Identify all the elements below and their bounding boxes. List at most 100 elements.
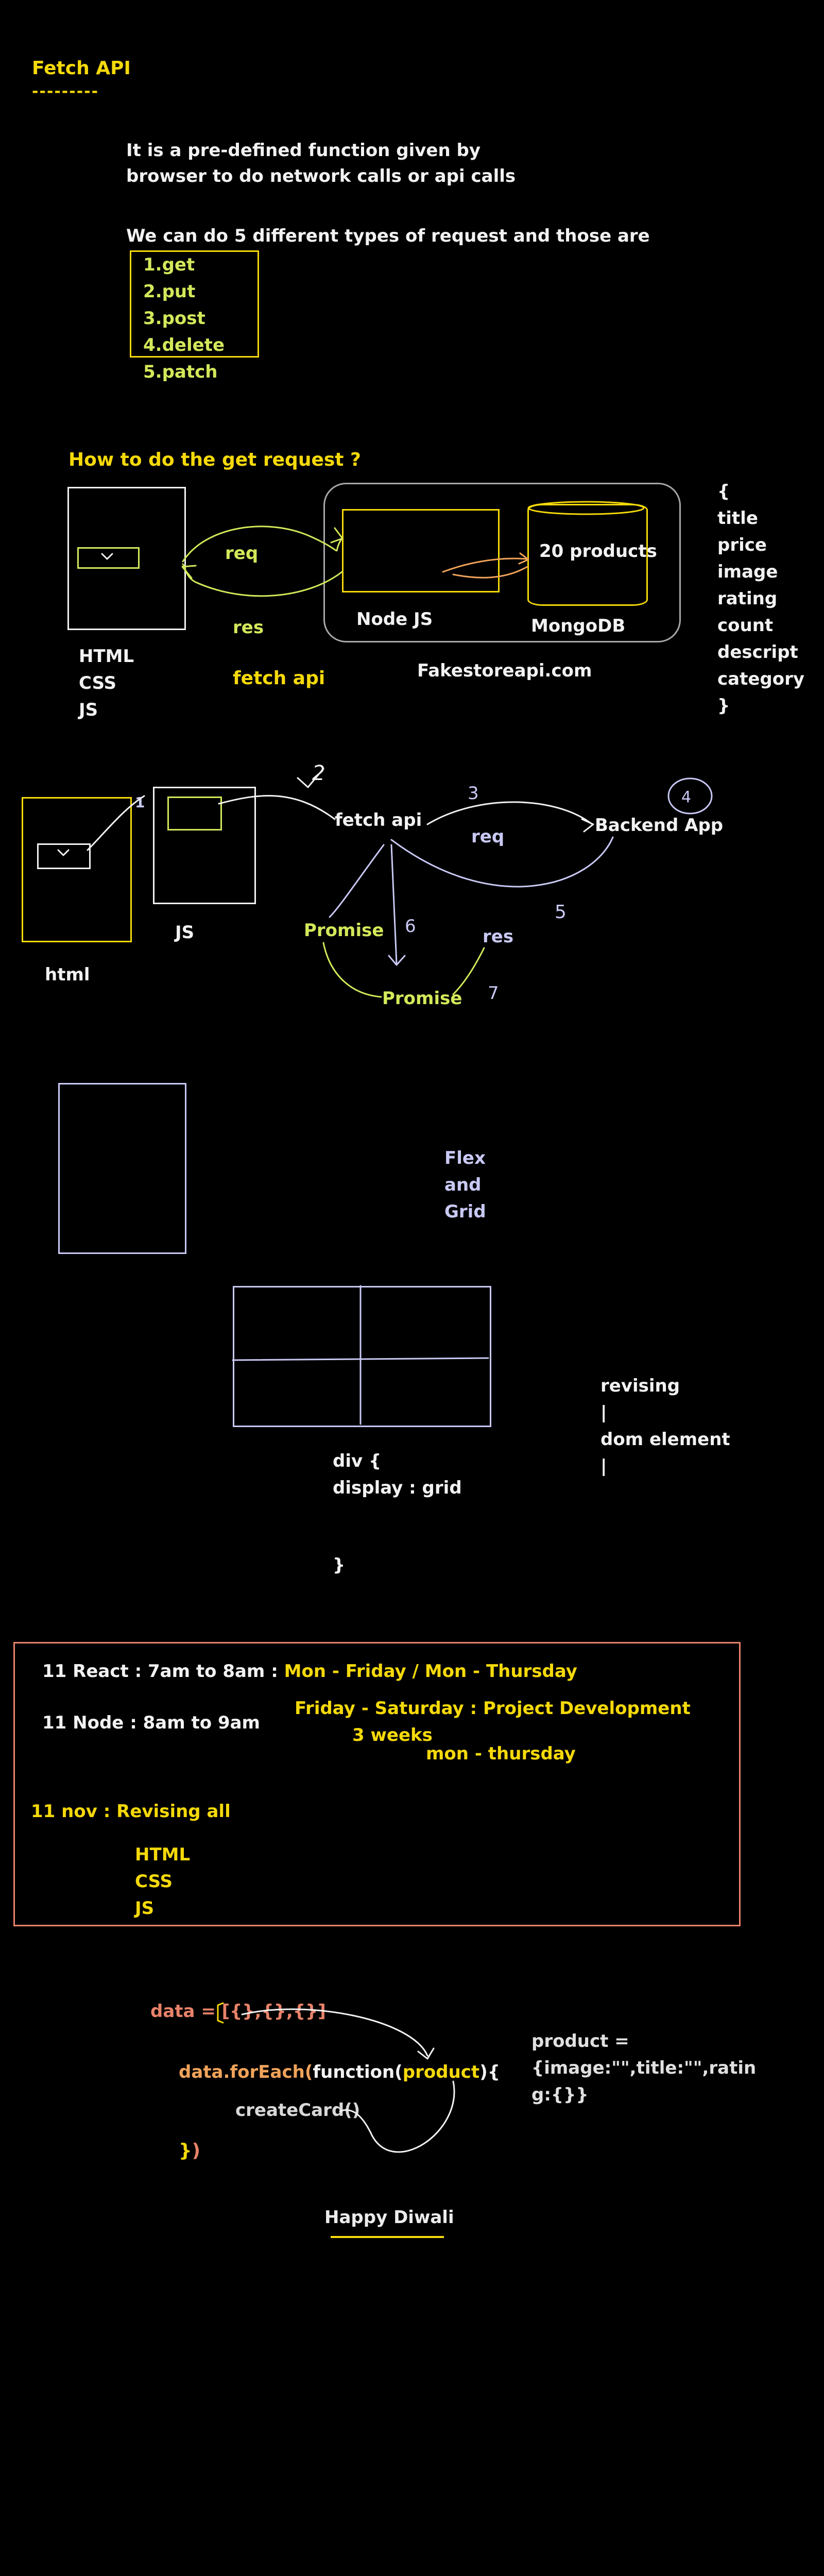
revising-notes: revising | dom element | bbox=[600, 1372, 730, 1480]
product-object-note: product = {image:"",title:"",ratin g:{}} bbox=[531, 2028, 756, 2108]
promise-loop-arrow bbox=[322, 942, 382, 998]
description-line-2: browser to do network calls or api calls bbox=[126, 166, 516, 187]
revising-stack-item: HTML bbox=[135, 1844, 191, 1865]
step-number-4: 4 bbox=[681, 788, 692, 806]
html-to-js-arrow bbox=[87, 795, 145, 851]
html-label: html bbox=[45, 964, 90, 985]
node-server-box bbox=[342, 509, 500, 592]
revising-line: dom element bbox=[600, 1429, 730, 1450]
request-type: 1.get bbox=[143, 255, 195, 275]
step-number-1: 1 bbox=[135, 794, 145, 811]
mongodb-label: MongoDB bbox=[531, 616, 626, 636]
req-arrow bbox=[182, 526, 343, 563]
request-type: 5.patch bbox=[143, 362, 218, 382]
page-title: Fetch API bbox=[32, 58, 131, 79]
res-label: res bbox=[233, 617, 264, 638]
foreach-call: data.forEach( bbox=[179, 2062, 313, 2082]
product-object-line: product = bbox=[531, 2031, 629, 2052]
promise-label-1: Promise bbox=[304, 920, 384, 941]
html-page-sketch-2 bbox=[22, 797, 132, 942]
weeks-label: 3 weeks bbox=[352, 1725, 433, 1745]
flex-grid-line: Flex bbox=[444, 1148, 486, 1168]
product-field: image bbox=[717, 562, 778, 582]
node-schedule: 11 Node : 8am to 9am bbox=[42, 1713, 260, 1733]
data-to-product-arrow bbox=[241, 2008, 428, 2057]
request-type: 3.post bbox=[143, 308, 205, 329]
grid-code-line-1: div { bbox=[333, 1451, 382, 1471]
grid-code-line-2: display : grid bbox=[333, 1478, 462, 1498]
js-inner-sketch bbox=[167, 796, 222, 831]
step-number-6: 6 bbox=[405, 916, 416, 937]
foreach-param: product bbox=[402, 2062, 480, 2082]
foreach-close: }) bbox=[179, 2139, 200, 2163]
dropdown-sketch-2 bbox=[37, 843, 91, 869]
foreach-close-brace: } bbox=[179, 2140, 192, 2161]
foreach-function: function( bbox=[313, 2062, 403, 2082]
backend-arrowhead-icon bbox=[581, 818, 594, 833]
fetch-api-node: fetch api bbox=[335, 810, 422, 831]
flex-and-grid-text: Flex and Grid bbox=[444, 1145, 486, 1225]
backend-app-label: Backend App bbox=[595, 815, 724, 836]
happy-diwali: Happy Diwali bbox=[324, 2207, 454, 2228]
fetch-api-label: fetch api bbox=[233, 668, 325, 689]
dropdown-check-icon bbox=[101, 553, 113, 560]
create-card-call: createCard() bbox=[235, 2100, 360, 2121]
revising-line: | bbox=[600, 1456, 607, 1477]
product-fields-list: { title price image rating count descrip… bbox=[717, 478, 804, 719]
grid-code-line-3: } bbox=[333, 1555, 346, 1575]
flex-container-sketch bbox=[58, 1083, 186, 1254]
react-schedule-label: 11 React : 7am to 8am : bbox=[42, 1661, 284, 1682]
req-arrowhead-icon bbox=[330, 527, 344, 544]
check-mark-icon bbox=[297, 768, 324, 788]
node-js-label: Node JS bbox=[356, 609, 433, 630]
dropdown-check-icon-2 bbox=[57, 849, 70, 856]
request-types-intro: We can do 5 different types of request a… bbox=[126, 226, 650, 246]
revising-line: | bbox=[600, 1402, 607, 1423]
grid-container-sketch bbox=[233, 1286, 491, 1427]
react-schedule: 11 React : 7am to 8am : Mon - Friday / M… bbox=[42, 1660, 577, 1683]
data-bracket-mark bbox=[217, 2002, 224, 2024]
js-file-sketch bbox=[153, 787, 256, 904]
react-schedule-days: Mon - Friday / Mon - Thursday bbox=[284, 1661, 577, 1682]
db-top-ellipse bbox=[527, 501, 645, 515]
foreach-open: ){ bbox=[479, 2062, 500, 2082]
step-number-5: 5 bbox=[555, 902, 566, 923]
product-arrowhead-icon bbox=[417, 2047, 435, 2060]
request-types-box bbox=[130, 250, 259, 358]
step-4-circle bbox=[667, 777, 713, 815]
req-label-2: req bbox=[471, 826, 505, 847]
step-number-3: 3 bbox=[468, 783, 479, 804]
product-field: category bbox=[717, 669, 805, 689]
revising-all-label: 11 nov : Revising all bbox=[31, 1801, 231, 1822]
project-schedule: Friday - Saturday : Project Development bbox=[295, 1698, 691, 1719]
product-object-line: {image:"",title:"",ratin bbox=[531, 2058, 757, 2078]
products-label: 20 products bbox=[539, 541, 657, 562]
res-arrow bbox=[182, 563, 343, 597]
db-to-node-arrow bbox=[452, 566, 528, 579]
flex-grid-line: Grid bbox=[444, 1201, 486, 1222]
schedule-box bbox=[13, 1642, 741, 1926]
step-number-7: 7 bbox=[488, 983, 499, 1004]
js-label: JS bbox=[175, 922, 195, 943]
res-label-2: res bbox=[483, 926, 514, 947]
description-line-1: It is a pre-defined function given by bbox=[126, 140, 480, 161]
stack-item: JS bbox=[79, 700, 98, 720]
revising-stack-item: JS bbox=[135, 1898, 154, 1919]
html-css-js-stack: HTML CSS JS bbox=[79, 643, 134, 723]
product-to-card-arrow bbox=[339, 2080, 455, 2153]
node-to-db-arrow bbox=[442, 557, 528, 573]
res-arrowhead-icon bbox=[181, 565, 197, 579]
data-array-line: data = [{},{},{}] bbox=[150, 2001, 326, 2022]
fakestore-label: Fakestoreapi.com bbox=[417, 660, 592, 681]
stack-item: CSS bbox=[79, 673, 117, 693]
js-to-fetch-arrow bbox=[218, 795, 336, 820]
product-field: } bbox=[717, 696, 730, 716]
product-field: { bbox=[717, 481, 730, 502]
req-label: req bbox=[225, 543, 259, 564]
flex-grid-line: and bbox=[444, 1175, 482, 1195]
fetch-to-backend-arrow bbox=[426, 801, 593, 825]
server-group-outline bbox=[323, 483, 681, 642]
revising-line: revising bbox=[600, 1376, 680, 1396]
product-field: title bbox=[717, 508, 758, 529]
request-types-list: 1.get 2.put 3.post 4.delete 5.patch bbox=[143, 251, 225, 385]
